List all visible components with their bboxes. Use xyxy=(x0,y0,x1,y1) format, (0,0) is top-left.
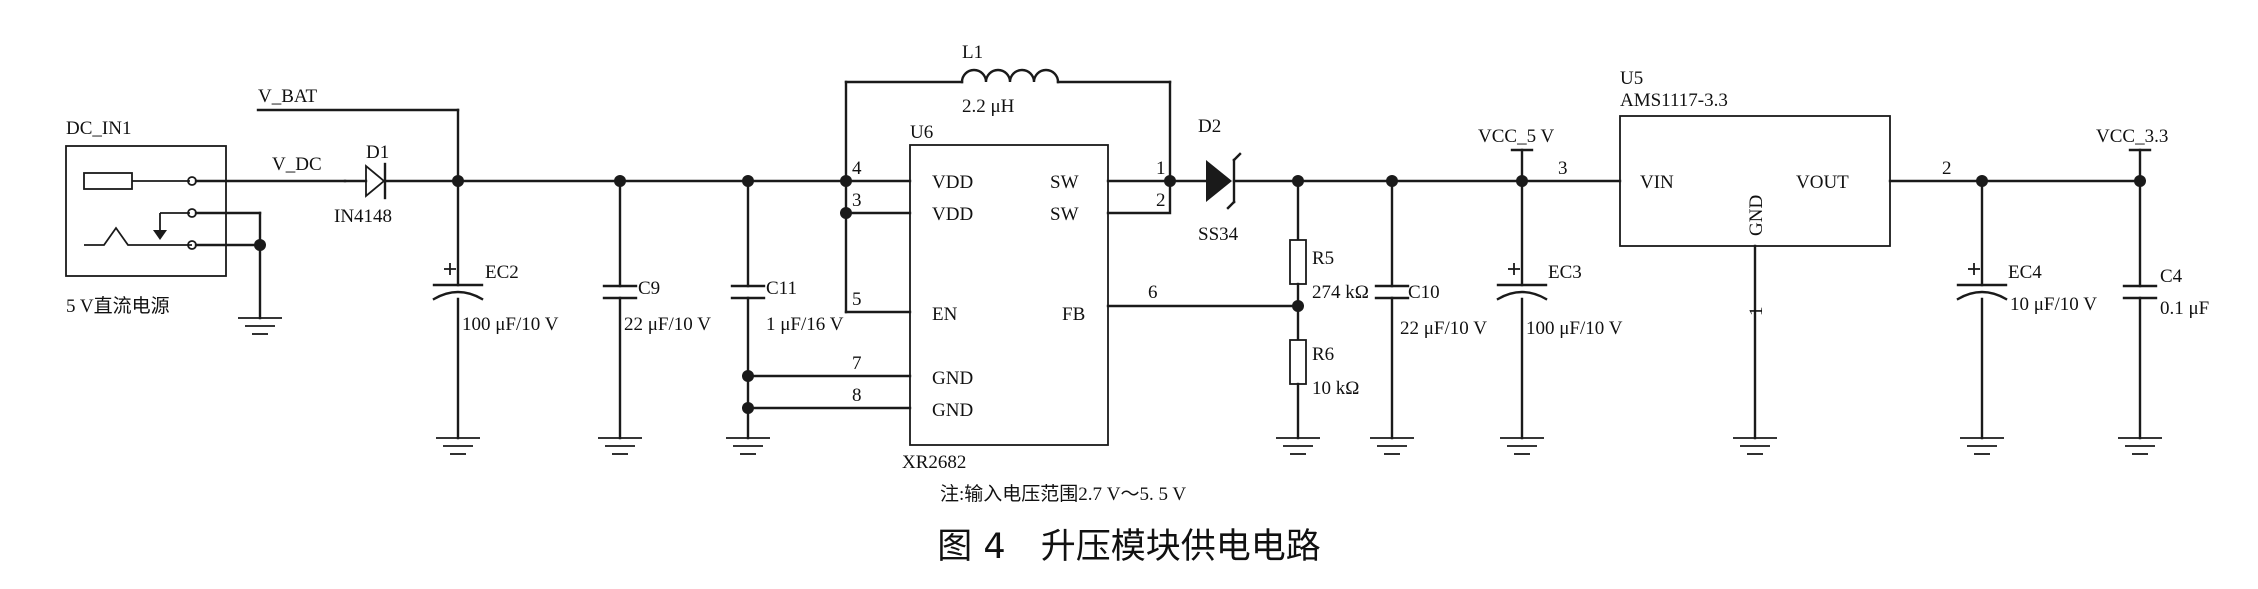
ec2-value: 100 μF/10 V xyxy=(462,314,559,335)
diode-d1 xyxy=(365,162,387,200)
dc-in1-ref: DC_IN1 xyxy=(66,118,131,139)
d1-part: IN4148 xyxy=(334,206,392,227)
u6-pin-num-4: 4 xyxy=(852,158,862,179)
u6-pin-num-3: 3 xyxy=(852,190,862,211)
u5-pin-gnd: GND xyxy=(1746,195,1767,236)
c10-value: 22 μF/10 V xyxy=(1400,318,1487,339)
u6-pin-vdd-1: VDD xyxy=(932,172,973,193)
d2-part: SS34 xyxy=(1198,224,1239,245)
u5-pin-num-3: 3 xyxy=(1558,158,1568,179)
u5-pin-vout: VOUT xyxy=(1796,172,1849,193)
ec3-ref: EC3 xyxy=(1548,262,1582,283)
u6-pin-gnd-1: GND xyxy=(932,368,973,389)
r6-value: 10 kΩ xyxy=(1312,378,1359,399)
input-voltage-note: 注:输入电压范围2.7 V～5. 5 V xyxy=(940,483,1186,505)
capacitor-c4 xyxy=(2122,284,2158,300)
u6-pin-num-1: 1 xyxy=(1156,158,1166,179)
u6-pin-num-2: 2 xyxy=(1156,190,1166,211)
ground-symbol xyxy=(1959,437,2005,455)
c10-ref: C10 xyxy=(1408,282,1440,303)
u6-pin-sw-1: SW xyxy=(1050,172,1079,193)
u5-part: AMS1117-3.3 xyxy=(1620,90,1728,111)
u5-ref: U5 xyxy=(1620,68,1643,89)
u5-pin-num-2: 2 xyxy=(1942,158,1952,179)
r5-ref: R5 xyxy=(1312,248,1334,269)
r5-value: 274 kΩ xyxy=(1312,282,1369,303)
u6-pin-num-6: 6 xyxy=(1148,282,1158,303)
ground-symbol xyxy=(435,437,481,455)
capacitor-c10 xyxy=(1374,284,1410,300)
ec3-value: 100 μF/10 V xyxy=(1526,318,1623,339)
ec4-ref: EC4 xyxy=(2008,262,2042,283)
v-dc-net-label: V_DC xyxy=(272,154,322,175)
c11-value: 1 μF/16 V xyxy=(766,314,844,335)
c4-ref: C4 xyxy=(2160,266,2183,287)
u6-part: XR2682 xyxy=(902,452,966,473)
ic-u6-body xyxy=(909,144,1109,446)
resistor-r5 xyxy=(1289,239,1307,285)
ground-symbol xyxy=(1499,437,1545,455)
c11-ref: C11 xyxy=(766,278,797,299)
ec2-ref: EC2 xyxy=(485,262,519,283)
u6-pin-gnd-2: GND xyxy=(932,400,973,421)
u6-pin-num-5: 5 xyxy=(852,289,862,310)
inductor-l1 xyxy=(960,68,1060,84)
ground-symbol xyxy=(1369,437,1415,455)
resistor-r6 xyxy=(1289,339,1307,385)
ground-symbol xyxy=(597,437,643,455)
d1-ref: D1 xyxy=(366,142,389,163)
r6-ref: R6 xyxy=(1312,344,1334,365)
ground-symbol xyxy=(2117,437,2163,455)
vcc5-net-label: VCC_5 V xyxy=(1478,126,1554,147)
d2-ref: D2 xyxy=(1198,116,1221,137)
ground-symbol xyxy=(1275,437,1321,455)
junction-dot xyxy=(1164,175,1176,187)
u6-pin-vdd-2: VDD xyxy=(932,204,973,225)
ec4-value: 10 μF/10 V xyxy=(2010,294,2097,315)
capacitor-c11 xyxy=(730,284,766,300)
c4-value: 0.1 μF xyxy=(2160,298,2209,319)
junction-dot xyxy=(742,402,754,414)
u6-pin-sw-2: SW xyxy=(1050,204,1079,225)
u5-pin-num-1: 1 xyxy=(1746,307,1767,317)
ground-symbol xyxy=(237,317,283,335)
u6-pin-fb: FB xyxy=(1062,304,1085,325)
junction-dot xyxy=(840,207,852,219)
c9-value: 22 μF/10 V xyxy=(624,314,711,335)
u6-pin-en: EN xyxy=(932,304,958,325)
dc-in1-desc: 5 V直流电源 xyxy=(66,295,170,317)
junction-dot xyxy=(254,239,266,251)
ground-symbol xyxy=(1732,437,1778,455)
capacitor-c9 xyxy=(602,284,638,300)
v-bat-net-label: V_BAT xyxy=(258,86,318,107)
l1-ref: L1 xyxy=(962,42,983,63)
u6-pin-num-7: 7 xyxy=(852,353,862,374)
vcc33-net-label: VCC_3.3 xyxy=(2096,126,2168,147)
u6-pin-num-8: 8 xyxy=(852,385,862,406)
ground-symbol xyxy=(725,437,771,455)
junction-dot xyxy=(1292,300,1304,312)
figure-caption: 图 4 升压模块供电电路 xyxy=(937,527,1320,567)
u6-pin2-wire xyxy=(1106,179,1172,215)
junction-dot xyxy=(742,370,754,382)
u5-pin-vin: VIN xyxy=(1640,172,1674,193)
u6-ref: U6 xyxy=(910,122,933,143)
c9-ref: C9 xyxy=(638,278,660,299)
l1-value: 2.2 μH xyxy=(962,96,1015,117)
dc-input-jack xyxy=(65,145,227,277)
